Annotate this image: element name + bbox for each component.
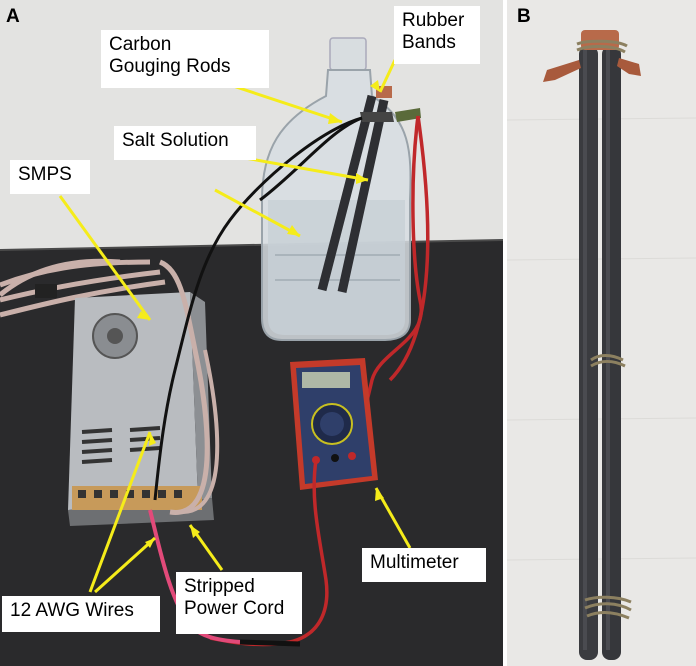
background bbox=[507, 0, 696, 666]
multimeter-device bbox=[290, 358, 378, 490]
label-carbon-line1: Carbon bbox=[109, 34, 172, 55]
copper-tab-left bbox=[543, 60, 581, 82]
label-stripped-line1: Stripped bbox=[184, 576, 255, 597]
coiled-cord bbox=[0, 258, 166, 318]
label-stripped-power-cord: Stripped Power Cord bbox=[176, 572, 302, 634]
alligator-clip-black bbox=[360, 112, 394, 122]
rod-right bbox=[602, 46, 621, 660]
label-carbon-line2: Gouging Rods bbox=[109, 56, 231, 77]
rod-left bbox=[579, 46, 598, 660]
label-rubber-line2: Bands bbox=[402, 32, 456, 53]
label-12-awg-wires: 12 AWG Wires bbox=[2, 596, 160, 632]
label-rubber-line1: Rubber bbox=[402, 10, 465, 31]
alligator-clip-green bbox=[395, 108, 421, 122]
panel-letter-b: B bbox=[517, 6, 531, 27]
panel-letter-a: A bbox=[6, 6, 20, 27]
rubber-bands bbox=[576, 39, 632, 620]
label-salt-solution: Salt Solution bbox=[114, 126, 256, 160]
label-smps: SMPS bbox=[10, 160, 90, 194]
label-multimeter: Multimeter bbox=[362, 548, 486, 582]
panel-b-photo: B bbox=[507, 0, 696, 666]
black-lead bbox=[153, 116, 363, 501]
rods-photo bbox=[507, 0, 696, 666]
label-carbon-gouging-rods: Carbon Gouging Rods bbox=[101, 30, 269, 88]
power-cord bbox=[158, 259, 210, 515]
panel-a-photo: A Carbon Gouging Rods Rubber Bands Salt … bbox=[0, 0, 503, 666]
label-stripped-line2: Power Cord bbox=[184, 598, 285, 619]
arrow-heads bbox=[137, 80, 384, 548]
label-rubber-bands: Rubber Bands bbox=[394, 6, 480, 64]
copper-tab-right bbox=[617, 58, 641, 76]
